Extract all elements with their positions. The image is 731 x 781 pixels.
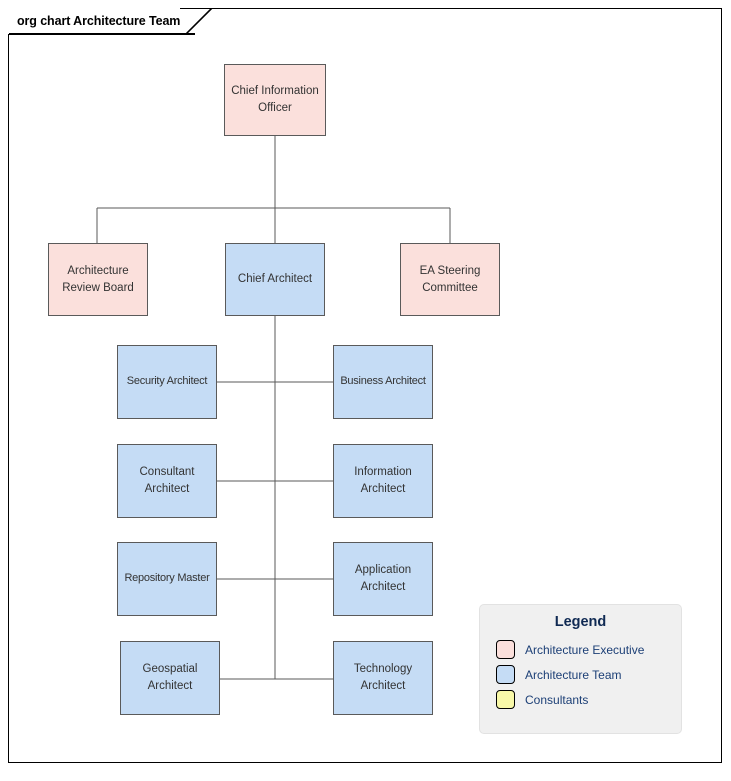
legend-item-label: Architecture Team: [525, 667, 622, 682]
legend-item-architecture-team: Architecture Team: [480, 664, 681, 685]
title-tab-underline: [9, 33, 195, 35]
legend-swatch-icon: [496, 665, 515, 684]
diagram-title-label: org chart Architecture Team: [17, 14, 181, 28]
node-chief-architect[interactable]: Chief Architect: [225, 243, 325, 316]
diagram-title-tab[interactable]: org chart Architecture Team: [8, 8, 180, 34]
node-business-architect[interactable]: Business Architect: [333, 345, 433, 419]
legend-swatch-icon: [496, 690, 515, 709]
node-label: Business Architect: [340, 375, 426, 388]
node-repository-master[interactable]: Repository Master: [117, 542, 217, 616]
legend-swatch-icon: [496, 640, 515, 659]
legend-panel: Legend Architecture Executive Architectu…: [479, 604, 682, 734]
node-label: Repository Master: [124, 572, 210, 585]
legend-item-label: Architecture Executive: [525, 642, 645, 657]
legend-item-consultants: Consultants: [480, 689, 681, 710]
node-label: Security Architect: [126, 375, 208, 388]
legend-title: Legend: [554, 614, 607, 630]
title-tab-diagonal-edge: [186, 8, 213, 34]
legend-item-label: Consultants: [525, 692, 589, 707]
node-security-architect[interactable]: Security Architect: [117, 345, 217, 419]
node-label: Chief Architect: [237, 273, 313, 286]
legend-item-architecture-executive: Architecture Executive: [480, 639, 681, 660]
